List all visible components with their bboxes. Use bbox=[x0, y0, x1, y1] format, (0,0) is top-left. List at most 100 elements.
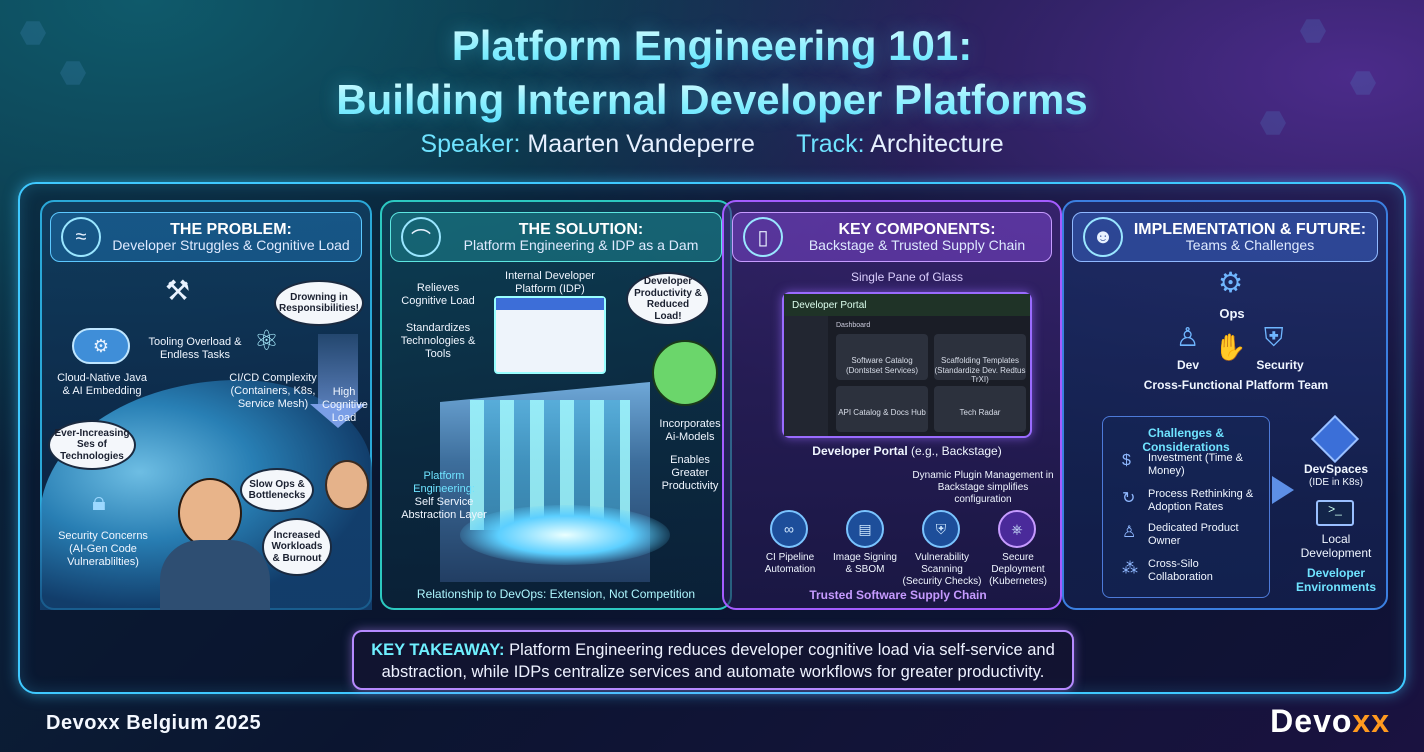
vulnerability-icon: ⛨ bbox=[922, 510, 960, 548]
label-security-role: Security bbox=[1256, 358, 1304, 372]
lock-icon: 🔒︎ bbox=[92, 486, 106, 516]
panel-header: ☻ IMPLEMENTATION & FUTURE: Teams & Chall… bbox=[1072, 212, 1378, 262]
card-title: Software Catalog bbox=[851, 356, 913, 365]
portal-sidebar bbox=[784, 316, 828, 436]
panel-subtitle: Platform Engineering & IDP as a Dam bbox=[463, 237, 699, 254]
label-relationship: Relationship to DevOps: Extension, Not C… bbox=[416, 587, 696, 601]
panel-title: IMPLEMENTATION & FUTURE: bbox=[1133, 220, 1367, 238]
panel-title: THE SOLUTION: bbox=[518, 220, 644, 238]
challenges-box bbox=[1102, 416, 1270, 598]
page-title-line1: Platform Engineering 101: bbox=[0, 22, 1424, 70]
label-cloud: Cloud-Native Java & AI Embedding bbox=[57, 372, 147, 398]
developer-portal-mockup: Developer Portal Dashboard Software Cata… bbox=[782, 292, 1032, 438]
challenge-item: Dedicated Product Owner bbox=[1148, 522, 1239, 548]
door-icon: ▯ bbox=[743, 217, 783, 257]
right-arrow-icon bbox=[1272, 476, 1294, 504]
panel-header: ▯ KEY COMPONENTS: Backstage & Trusted Su… bbox=[732, 212, 1052, 262]
speaker-label: Speaker: bbox=[420, 130, 521, 158]
label-security: Security Concerns (AI-Gen Code Vulnerabl… bbox=[58, 530, 148, 569]
portal-card: Tech Radar bbox=[934, 386, 1026, 432]
challenge-item: Investment (Time & Money) bbox=[1148, 452, 1243, 478]
gear-icon: ⚙ bbox=[1218, 267, 1244, 298]
panel-subtitle: Teams & Challenges bbox=[1185, 237, 1315, 254]
tools-icon: ⚒ bbox=[165, 275, 191, 306]
panel-subtitle: Backstage & Trusted Supply Chain bbox=[808, 237, 1026, 254]
portal-card: API Catalog & Docs Hub bbox=[836, 386, 928, 432]
stressed-dev-body bbox=[160, 540, 270, 610]
bubble-workloads: Increased Workloads & Burnout bbox=[262, 518, 332, 576]
label-chain-signing: Image Signing & SBOM bbox=[833, 552, 897, 575]
label-relieves: Relieves Cognitive Load bbox=[401, 282, 475, 308]
happy-dev-avatar bbox=[652, 340, 718, 406]
panel-subtitle: Developer Struggles & Cognitive Load bbox=[112, 237, 350, 254]
label-plugin-note: Dynamic Plugin Management in Backstage s… bbox=[912, 470, 1054, 505]
idp-screen bbox=[494, 296, 606, 374]
label-dev: Dev bbox=[1176, 358, 1199, 372]
logo-accent: xx bbox=[1352, 703, 1390, 739]
label-ai: Incorporates Ai-Models bbox=[659, 418, 721, 444]
takeaway-label: KEY TAKEAWAY: bbox=[371, 641, 505, 659]
portal-header: Developer Portal bbox=[784, 294, 1030, 316]
bubble-drowning: Drowning in Responsibilities! bbox=[274, 280, 364, 326]
label-enables: Enables Greater Productivity bbox=[661, 454, 719, 493]
portal-card: Scaffolding Templates (Standardize Dev. … bbox=[934, 334, 1026, 384]
hex-decoration bbox=[1350, 71, 1376, 95]
drowning-icon: ≈ bbox=[61, 217, 101, 257]
event-name: Devoxx Belgium 2025 bbox=[46, 712, 262, 734]
cloud-icon: ⚙ bbox=[72, 328, 130, 364]
label-idp: Internal Developer Platform (IDP) bbox=[505, 270, 595, 296]
terminal-icon: >_ bbox=[1316, 500, 1354, 526]
label-single-pane: Single Pane of Glass bbox=[850, 270, 964, 284]
handshake-icon: ✋ bbox=[1214, 332, 1247, 362]
kubernetes-icon: ⎈ bbox=[998, 510, 1036, 548]
card-title: Tech Radar bbox=[959, 408, 1001, 417]
stressed-dev-avatar bbox=[178, 478, 242, 548]
refresh-icon: ↻ bbox=[1122, 490, 1136, 507]
collaboration-icon: ⁂ bbox=[1122, 560, 1138, 577]
challenge-item: Process Rethinking & Adoption Rates bbox=[1148, 488, 1254, 514]
challenge-item: Cross-Silo Collaboration bbox=[1148, 558, 1213, 584]
hex-decoration bbox=[20, 21, 46, 45]
atom-icon: ⚛ bbox=[254, 325, 280, 356]
money-icon: $ bbox=[1122, 452, 1131, 469]
dev-person-icon: ♙ bbox=[1176, 322, 1200, 352]
portal-card: Software Catalog (Dontstset Services) bbox=[836, 334, 928, 380]
hex-decoration bbox=[1300, 19, 1326, 43]
down-arrow-shaft bbox=[318, 334, 358, 406]
panel-title: KEY COMPONENTS: bbox=[838, 220, 996, 238]
shield-icon: ⛨ bbox=[1264, 322, 1284, 352]
portal-caption-eg: (e.g., Backstage) bbox=[911, 444, 1002, 458]
label-standardizes: Standardizes Technologies & Tools bbox=[400, 322, 476, 361]
logo-main: Devo bbox=[1270, 703, 1353, 739]
speaker-name: Maarten Vandeperre bbox=[527, 130, 755, 158]
devoxx-logo: Devoxx bbox=[1270, 703, 1390, 740]
label-platform: Platform Engineering: bbox=[413, 470, 475, 496]
label-cicd: CI/CD Complexity (Containers, K8s, Servi… bbox=[229, 372, 317, 411]
label-high-load: High Cognitive Load bbox=[322, 386, 368, 425]
key-takeaway-box: KEY TAKEAWAY: Platform Engineering reduc… bbox=[352, 630, 1074, 690]
bubble-productivity: Developer Productivity & Reduced Load! bbox=[626, 272, 710, 326]
panel-future: ☻ IMPLEMENTATION & FUTURE: Teams & Chall… bbox=[1062, 200, 1388, 610]
splash-illustration bbox=[460, 505, 670, 565]
label-dev-env: Developer Environments bbox=[1295, 566, 1376, 595]
label-portal-caption: Developer Portal (e.g., Backstage) bbox=[782, 444, 1032, 458]
card-title: API Catalog & Docs Hub bbox=[838, 408, 926, 417]
label-supply-chain: Trusted Software Supply Chain bbox=[809, 588, 987, 602]
track-name: Architecture bbox=[870, 130, 1004, 158]
down-arrow-icon bbox=[310, 404, 366, 428]
label-devspaces-sub: (IDE in K8s) bbox=[1309, 477, 1363, 488]
bridge-icon: ⌒ bbox=[401, 217, 441, 257]
label-team: Cross-Functional Platform Team bbox=[1143, 378, 1329, 392]
owner-icon: ♙ bbox=[1122, 524, 1137, 541]
label-chain-scan: Vulnerability Scanning (Security Checks) bbox=[902, 552, 982, 587]
portal-name: Developer Portal bbox=[792, 299, 867, 311]
card-sub: (Standardize Dev. Redtus TrXI) bbox=[934, 365, 1026, 385]
label-chain-deploy: Secure Deployment (Kubernetes) bbox=[989, 552, 1047, 587]
label-abstraction: Self Service Abstraction Layer bbox=[401, 496, 487, 522]
card-title: Scaffolding Templates bbox=[941, 356, 1019, 365]
bubble-slow-ops: Slow Ops & Bottlenecks bbox=[240, 468, 314, 512]
idp-screen-bar bbox=[496, 298, 604, 310]
frustrated-dev-avatar bbox=[325, 460, 369, 510]
panel-title: THE PROBLEM: bbox=[170, 220, 292, 238]
team-icon: ☻ bbox=[1083, 217, 1123, 257]
